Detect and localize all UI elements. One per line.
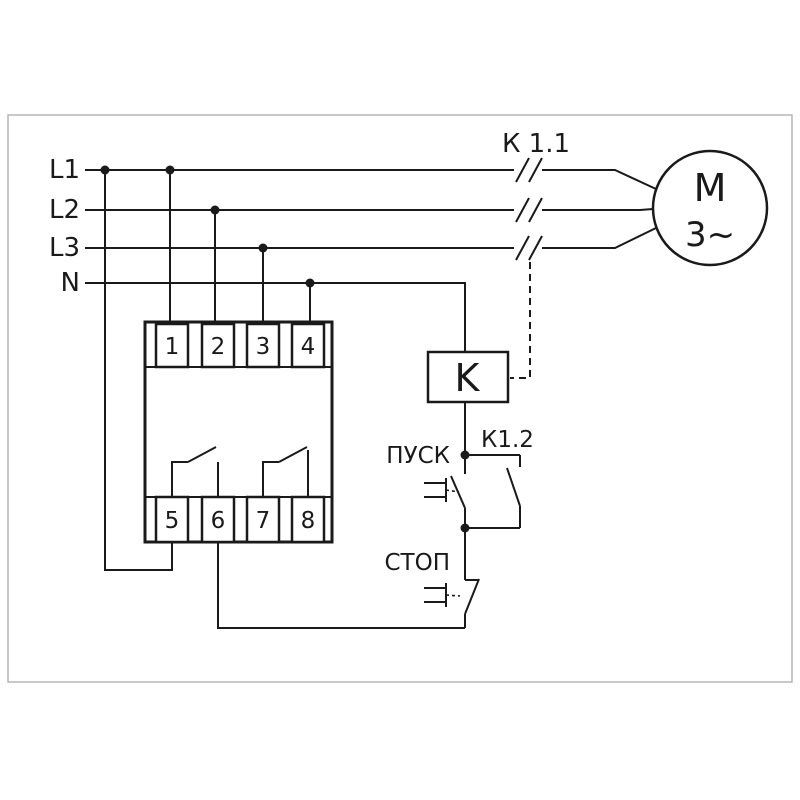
terminal-number-8: 8 xyxy=(301,508,316,534)
internal-contact-5-6 xyxy=(171,446,219,497)
contactor-contacts-label: К 1.1 xyxy=(502,129,570,159)
terminal-box-5 xyxy=(154,495,190,544)
terminal-number-6: 6 xyxy=(211,508,226,534)
wire-n-to-coil xyxy=(85,282,466,352)
start-button-symbol xyxy=(424,455,466,528)
relay-coil-box xyxy=(426,350,510,404)
terminal-number-7: 7 xyxy=(256,508,271,534)
internal-contact-7-8 xyxy=(262,446,309,497)
stop-blade-icon xyxy=(464,578,480,615)
contact-blade-icon xyxy=(187,446,217,463)
mechanical-link-dashed xyxy=(510,262,531,379)
start-actuator-link xyxy=(445,489,460,493)
terminal-box-2 xyxy=(200,322,236,369)
terminal-number-1: 1 xyxy=(165,334,180,360)
contactor-contacts-k11 xyxy=(515,157,543,261)
wire-l2-to-motor xyxy=(542,208,654,211)
terminal-box-3 xyxy=(245,322,281,369)
relay-coil-label: K xyxy=(455,356,481,400)
start-button-label: ПУСК xyxy=(386,443,450,469)
stop-button-symbol xyxy=(424,578,480,628)
stop-button-label: СТОП xyxy=(384,550,450,576)
wire-stop-to-terminal6 xyxy=(217,542,465,629)
contact-fixed-side xyxy=(171,461,188,497)
motor-symbol: M xyxy=(694,166,727,210)
terminal-number-2: 2 xyxy=(211,334,226,360)
stop-actuator-link xyxy=(445,594,461,597)
contact-slash-icon xyxy=(515,235,530,261)
terminal-number-3: 3 xyxy=(256,334,271,360)
phase-label-l2: L2 xyxy=(49,195,80,225)
neutral-label: N xyxy=(61,268,80,298)
wire-l3-to-motor xyxy=(542,227,657,249)
aux-contact-k12-symbol xyxy=(465,454,521,529)
aux-blade-icon xyxy=(506,467,521,507)
contact-fixed-side xyxy=(262,461,279,497)
contact-blade-icon xyxy=(278,446,308,463)
terminal-box-1 xyxy=(154,322,190,369)
terminal-box-7 xyxy=(245,495,281,544)
wire-l1-to-terminal5 xyxy=(104,170,173,571)
contact-slash-icon xyxy=(528,197,543,223)
contact-slash-icon xyxy=(528,157,543,183)
phase-label-l1: L1 xyxy=(49,155,80,185)
contact-slash-icon xyxy=(515,197,530,223)
phase-label-l3: L3 xyxy=(49,233,80,263)
terminal-number-4: 4 xyxy=(301,334,316,360)
motor-phase-label: 3~ xyxy=(685,215,735,255)
motor-circle xyxy=(651,149,769,267)
terminal-box-8 xyxy=(290,495,326,544)
terminal-box-4 xyxy=(290,322,326,369)
wire-l1-to-motor xyxy=(542,169,657,190)
terminal-number-5: 5 xyxy=(165,508,180,534)
contact-slash-icon xyxy=(528,235,543,261)
aux-contact-label: К1.2 xyxy=(481,427,534,453)
contact-slash-icon xyxy=(515,157,530,183)
